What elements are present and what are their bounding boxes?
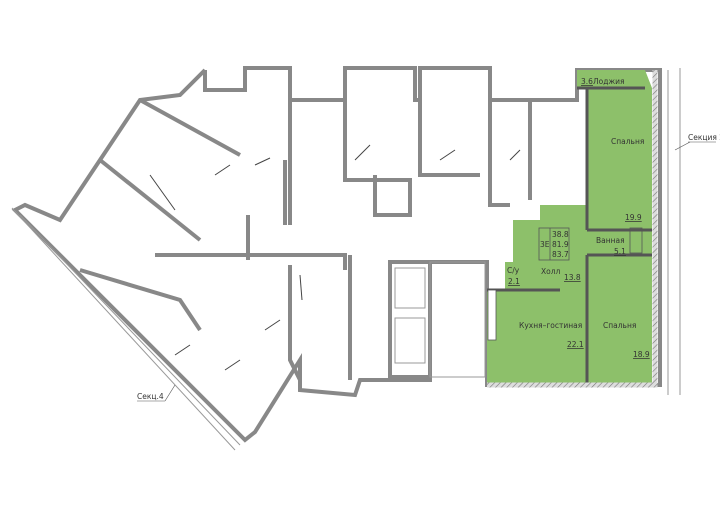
apartment-area-with-loggia: 83.7	[552, 250, 569, 259]
bathroom-name: Ванная	[596, 236, 625, 245]
loggia-name: Лоджия	[593, 77, 625, 86]
wc-area: 2.1	[508, 277, 520, 286]
kitchen-living-area: 22.1	[567, 340, 584, 349]
apartment-area-living: 38.8	[552, 230, 569, 239]
bedroom2-area: 18.9	[633, 350, 650, 359]
kitchen-stove-icon	[487, 289, 497, 341]
apartment-type: 3Е	[540, 240, 550, 249]
apartment-fill	[487, 70, 652, 383]
hall-area: 13.8	[564, 273, 581, 282]
bathtub-icon	[629, 227, 643, 254]
bathroom-area: 5.1	[614, 247, 626, 256]
apartment-3e[interactable]: 3Е 38.8 81.9 83.7 3.6 Лоджия Спальня 19.…	[487, 70, 658, 388]
kitchen-living-name: Кухня–гостиная	[519, 321, 582, 330]
bedroom2-name: Спальня	[603, 321, 636, 330]
hall-name: Холл	[541, 267, 561, 276]
apartment-type-box	[538, 227, 570, 261]
bedroom1-area: 19.9	[625, 213, 642, 222]
bedroom1-name: Спальня	[611, 137, 644, 146]
wc-name: С/у	[507, 266, 520, 275]
section-4-label: Секц.4	[137, 392, 164, 401]
building-outline	[11, 66, 681, 451]
apartment-area-total: 81.9	[552, 240, 569, 249]
section-2-label: Секция 2	[688, 133, 720, 142]
loggia-area: 3.6	[581, 77, 593, 86]
